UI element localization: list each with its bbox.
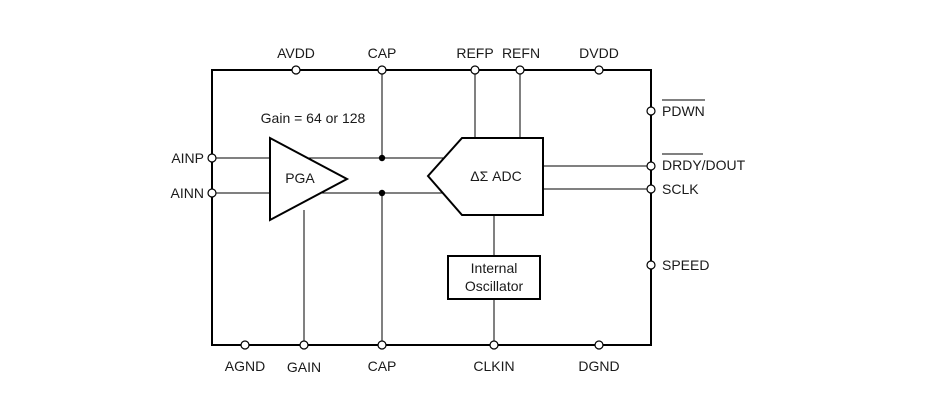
pga-label: PGA — [285, 170, 315, 186]
label-agnd: AGND — [225, 358, 265, 374]
label-refp: REFP — [456, 45, 493, 61]
pin-dvdd — [594, 65, 604, 75]
package-outline — [211, 69, 652, 346]
pin-sclk — [646, 184, 656, 194]
label-avdd: AVDD — [277, 45, 315, 61]
gain-note: Gain = 64 or 128 — [261, 110, 366, 126]
oscillator-label-line2: Oscillator — [465, 278, 524, 294]
label-cap-bottom: CAP — [368, 358, 397, 374]
label-speed: SPEED — [662, 257, 709, 273]
pin-cap-top — [377, 65, 387, 75]
label-ainn: AINN — [171, 185, 204, 201]
junction-dot — [378, 154, 386, 162]
pga-block: PGA — [269, 136, 350, 222]
oscillator-block: Internal Oscillator — [447, 255, 541, 300]
pin-ainn — [207, 188, 217, 198]
adc-label: ΔΣ ADC — [470, 168, 521, 184]
pin-cap-bottom — [377, 340, 387, 350]
label-cap-top: CAP — [368, 45, 397, 61]
pin-refp — [470, 65, 480, 75]
label-refn: REFN — [502, 45, 540, 61]
label-ainp: AINP — [171, 150, 204, 166]
label-sclk: SCLK — [662, 181, 699, 197]
pin-clkin — [489, 340, 499, 350]
pin-gain — [299, 340, 309, 350]
pin-speed — [646, 260, 656, 270]
label-gain: GAIN — [287, 359, 321, 375]
label-dgnd: DGND — [578, 358, 619, 374]
pin-markers — [207, 65, 656, 350]
pin-ainp — [207, 153, 217, 163]
pin-pdwn — [646, 106, 656, 116]
junction-dot — [378, 189, 386, 197]
label-clkin: CLKIN — [473, 358, 514, 374]
pin-agnd — [240, 340, 250, 350]
pin-drdy-dout — [646, 161, 656, 171]
pin-avdd — [291, 65, 301, 75]
label-drdy-dout: DRDY/DOUT — [662, 157, 746, 173]
adc-block: ΔΣ ADC — [426, 137, 544, 216]
pin-dgnd — [594, 340, 604, 350]
oscillator-label-line1: Internal — [471, 260, 518, 276]
label-pdwn: PDWN — [662, 103, 705, 119]
label-dvdd: DVDD — [579, 45, 619, 61]
pin-refn — [515, 65, 525, 75]
wires — [212, 70, 651, 345]
